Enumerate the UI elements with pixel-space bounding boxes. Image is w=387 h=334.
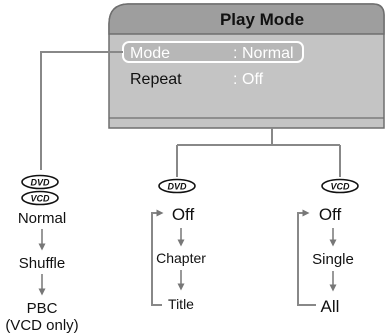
panel-title-bar: [108, 3, 385, 35]
dvd-loop-arrow: [151, 209, 164, 306]
svg-text:VCD: VCD: [330, 182, 350, 192]
connector-lines: [40, 51, 341, 177]
mode-option-shuffle: Shuffle: [19, 255, 65, 272]
dvd-repeat-off: Off: [172, 205, 195, 224]
panel-title: Play Mode: [220, 10, 304, 29]
mode-label: Mode: [130, 45, 170, 62]
dvd-repeat-chapter: Chapter: [156, 250, 206, 266]
vcd-repeat-off: Off: [319, 205, 342, 224]
svg-text:DVD: DVD: [167, 182, 187, 192]
play-mode-panel: Play Mode Mode : Normal Repeat : Off: [108, 3, 385, 129]
svg-text:VCD: VCD: [30, 194, 50, 204]
vcd-badge-left: VCD: [21, 190, 59, 206]
mode-option-normal: Normal: [18, 210, 66, 227]
vcd-loop-arrow: [297, 209, 316, 306]
repeat-value: Off: [242, 71, 264, 88]
dvd-badge-middle: DVD: [158, 178, 196, 194]
vcd-badge-right: VCD: [321, 178, 359, 194]
mode-value: Normal: [242, 45, 294, 62]
repeat-label[interactable]: Repeat: [130, 71, 182, 88]
dvd-repeat-title: Title: [168, 296, 194, 312]
svg-text:DVD: DVD: [30, 178, 50, 188]
repeat-separator: :: [233, 71, 237, 88]
dvd-badge-left: DVD: [21, 174, 59, 190]
vcd-repeat-all: All: [321, 297, 340, 316]
mode-option-vcd-only-note: (VCD only): [5, 317, 78, 334]
mode-option-pbc: PBC: [27, 300, 58, 317]
vcd-repeat-single: Single: [312, 251, 354, 268]
mode-separator: :: [233, 45, 237, 62]
